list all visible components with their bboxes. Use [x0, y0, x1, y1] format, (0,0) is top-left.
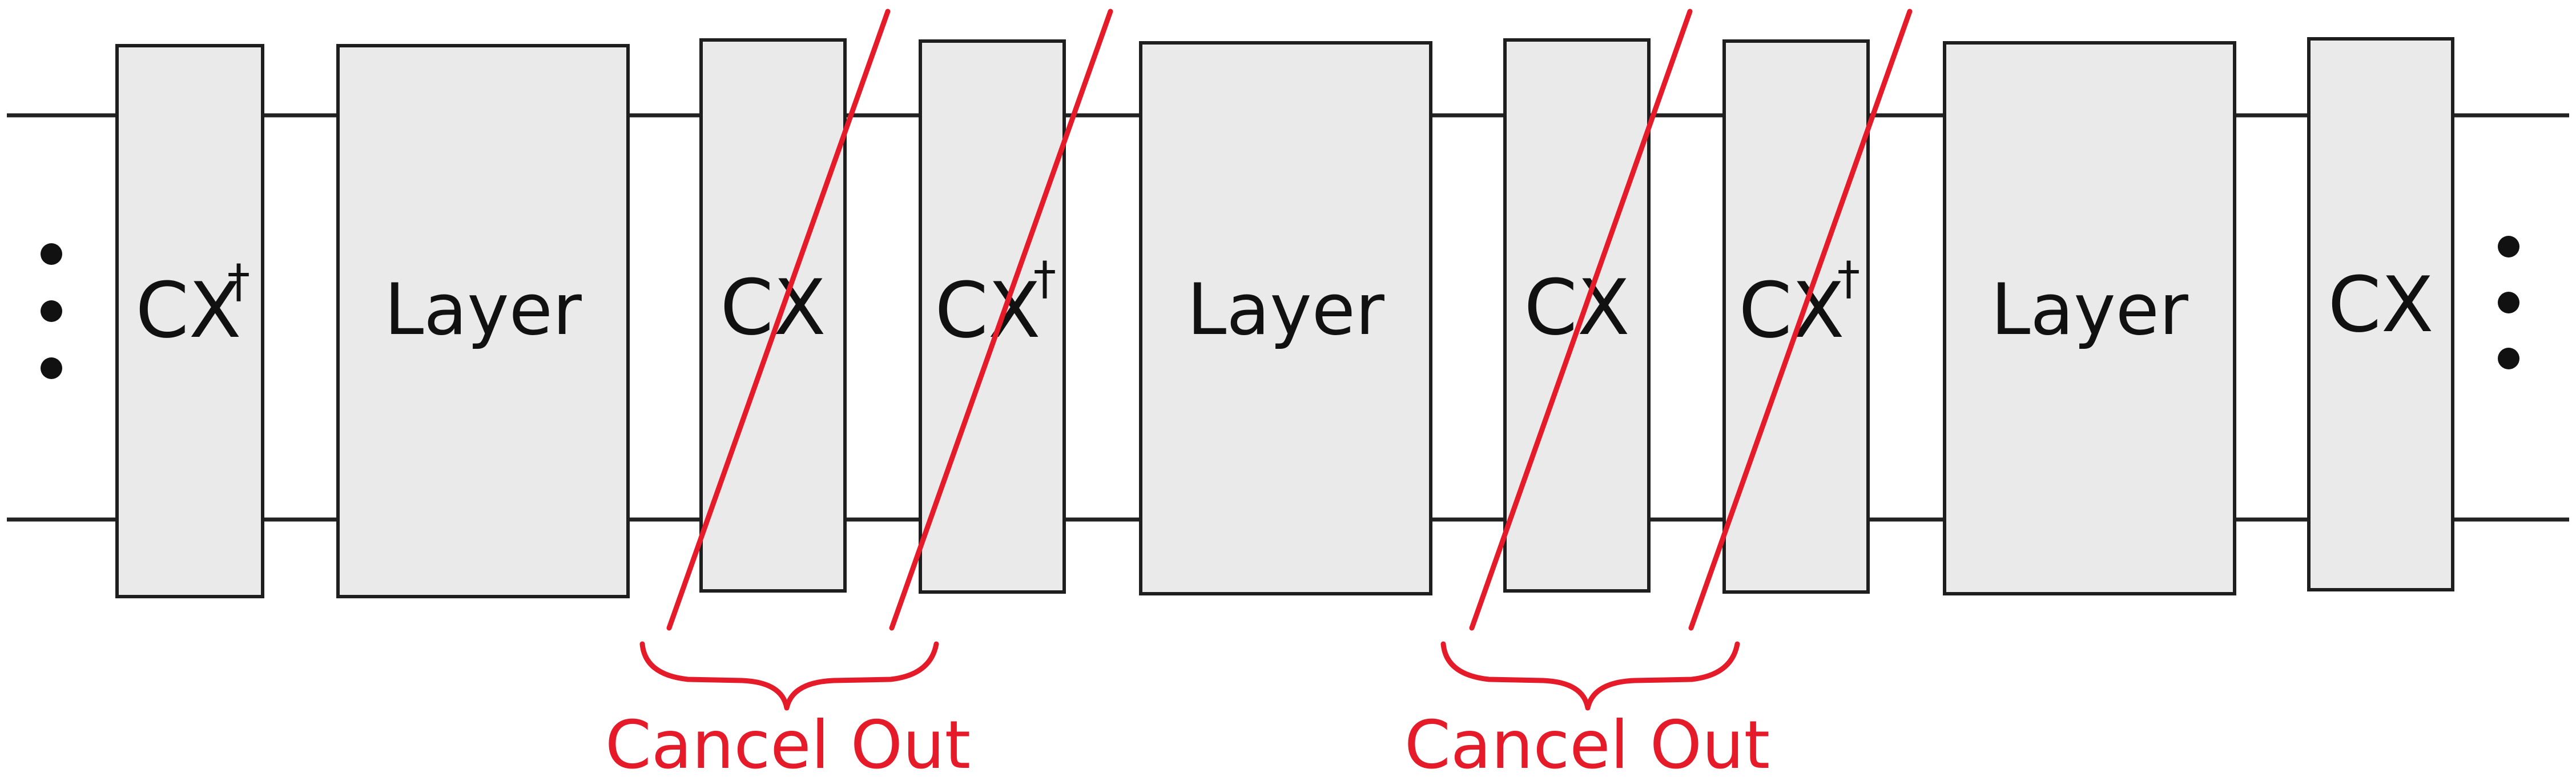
- svg-text:Layer: Layer: [1991, 269, 2188, 351]
- svg-text:CX: CX: [1524, 263, 1629, 352]
- svg-text:Layer: Layer: [1187, 269, 1384, 351]
- cancel-brace-2: [1440, 641, 1740, 711]
- svg-text:†: †: [1033, 252, 1056, 305]
- cancel-brace-1: [639, 641, 939, 711]
- svg-text:†: †: [1837, 252, 1860, 305]
- svg-text:CX: CX: [935, 266, 1040, 355]
- svg-text:CX: CX: [2328, 260, 2433, 349]
- cx-gate-2: CX: [1503, 38, 1651, 593]
- svg-text:Layer: Layer: [384, 269, 582, 351]
- cx-dagger-gate-2: CX †: [919, 39, 1066, 594]
- cx-gate-3: CX: [2307, 37, 2454, 591]
- strike-line-cx-gate-2: [1469, 9, 1693, 631]
- svg-text:CX: CX: [135, 266, 241, 355]
- layer-gate-2: Layer: [1139, 41, 1432, 595]
- cx-dagger-gate-3: CX †: [1722, 39, 1870, 594]
- strike-line-cx-dagger-gate-3: [1688, 9, 1913, 631]
- strike-line-cx-dagger-gate-2: [889, 9, 1113, 631]
- cancel-out-label-2: Cancel Out: [1404, 707, 1770, 781]
- layer-gate-3: Layer: [1943, 41, 2236, 595]
- strike-line-cx-gate-1: [666, 9, 891, 631]
- left-ellipsis-icon: [41, 243, 62, 379]
- svg-text:†: †: [227, 255, 250, 308]
- cancel-out-label-1: Cancel Out: [605, 707, 971, 781]
- cx-gate-1: CX: [699, 38, 847, 593]
- right-ellipsis-icon: [2498, 236, 2519, 369]
- layer-gate-1: Layer: [336, 44, 630, 598]
- cx-dagger-gate-1: CX †: [115, 44, 264, 598]
